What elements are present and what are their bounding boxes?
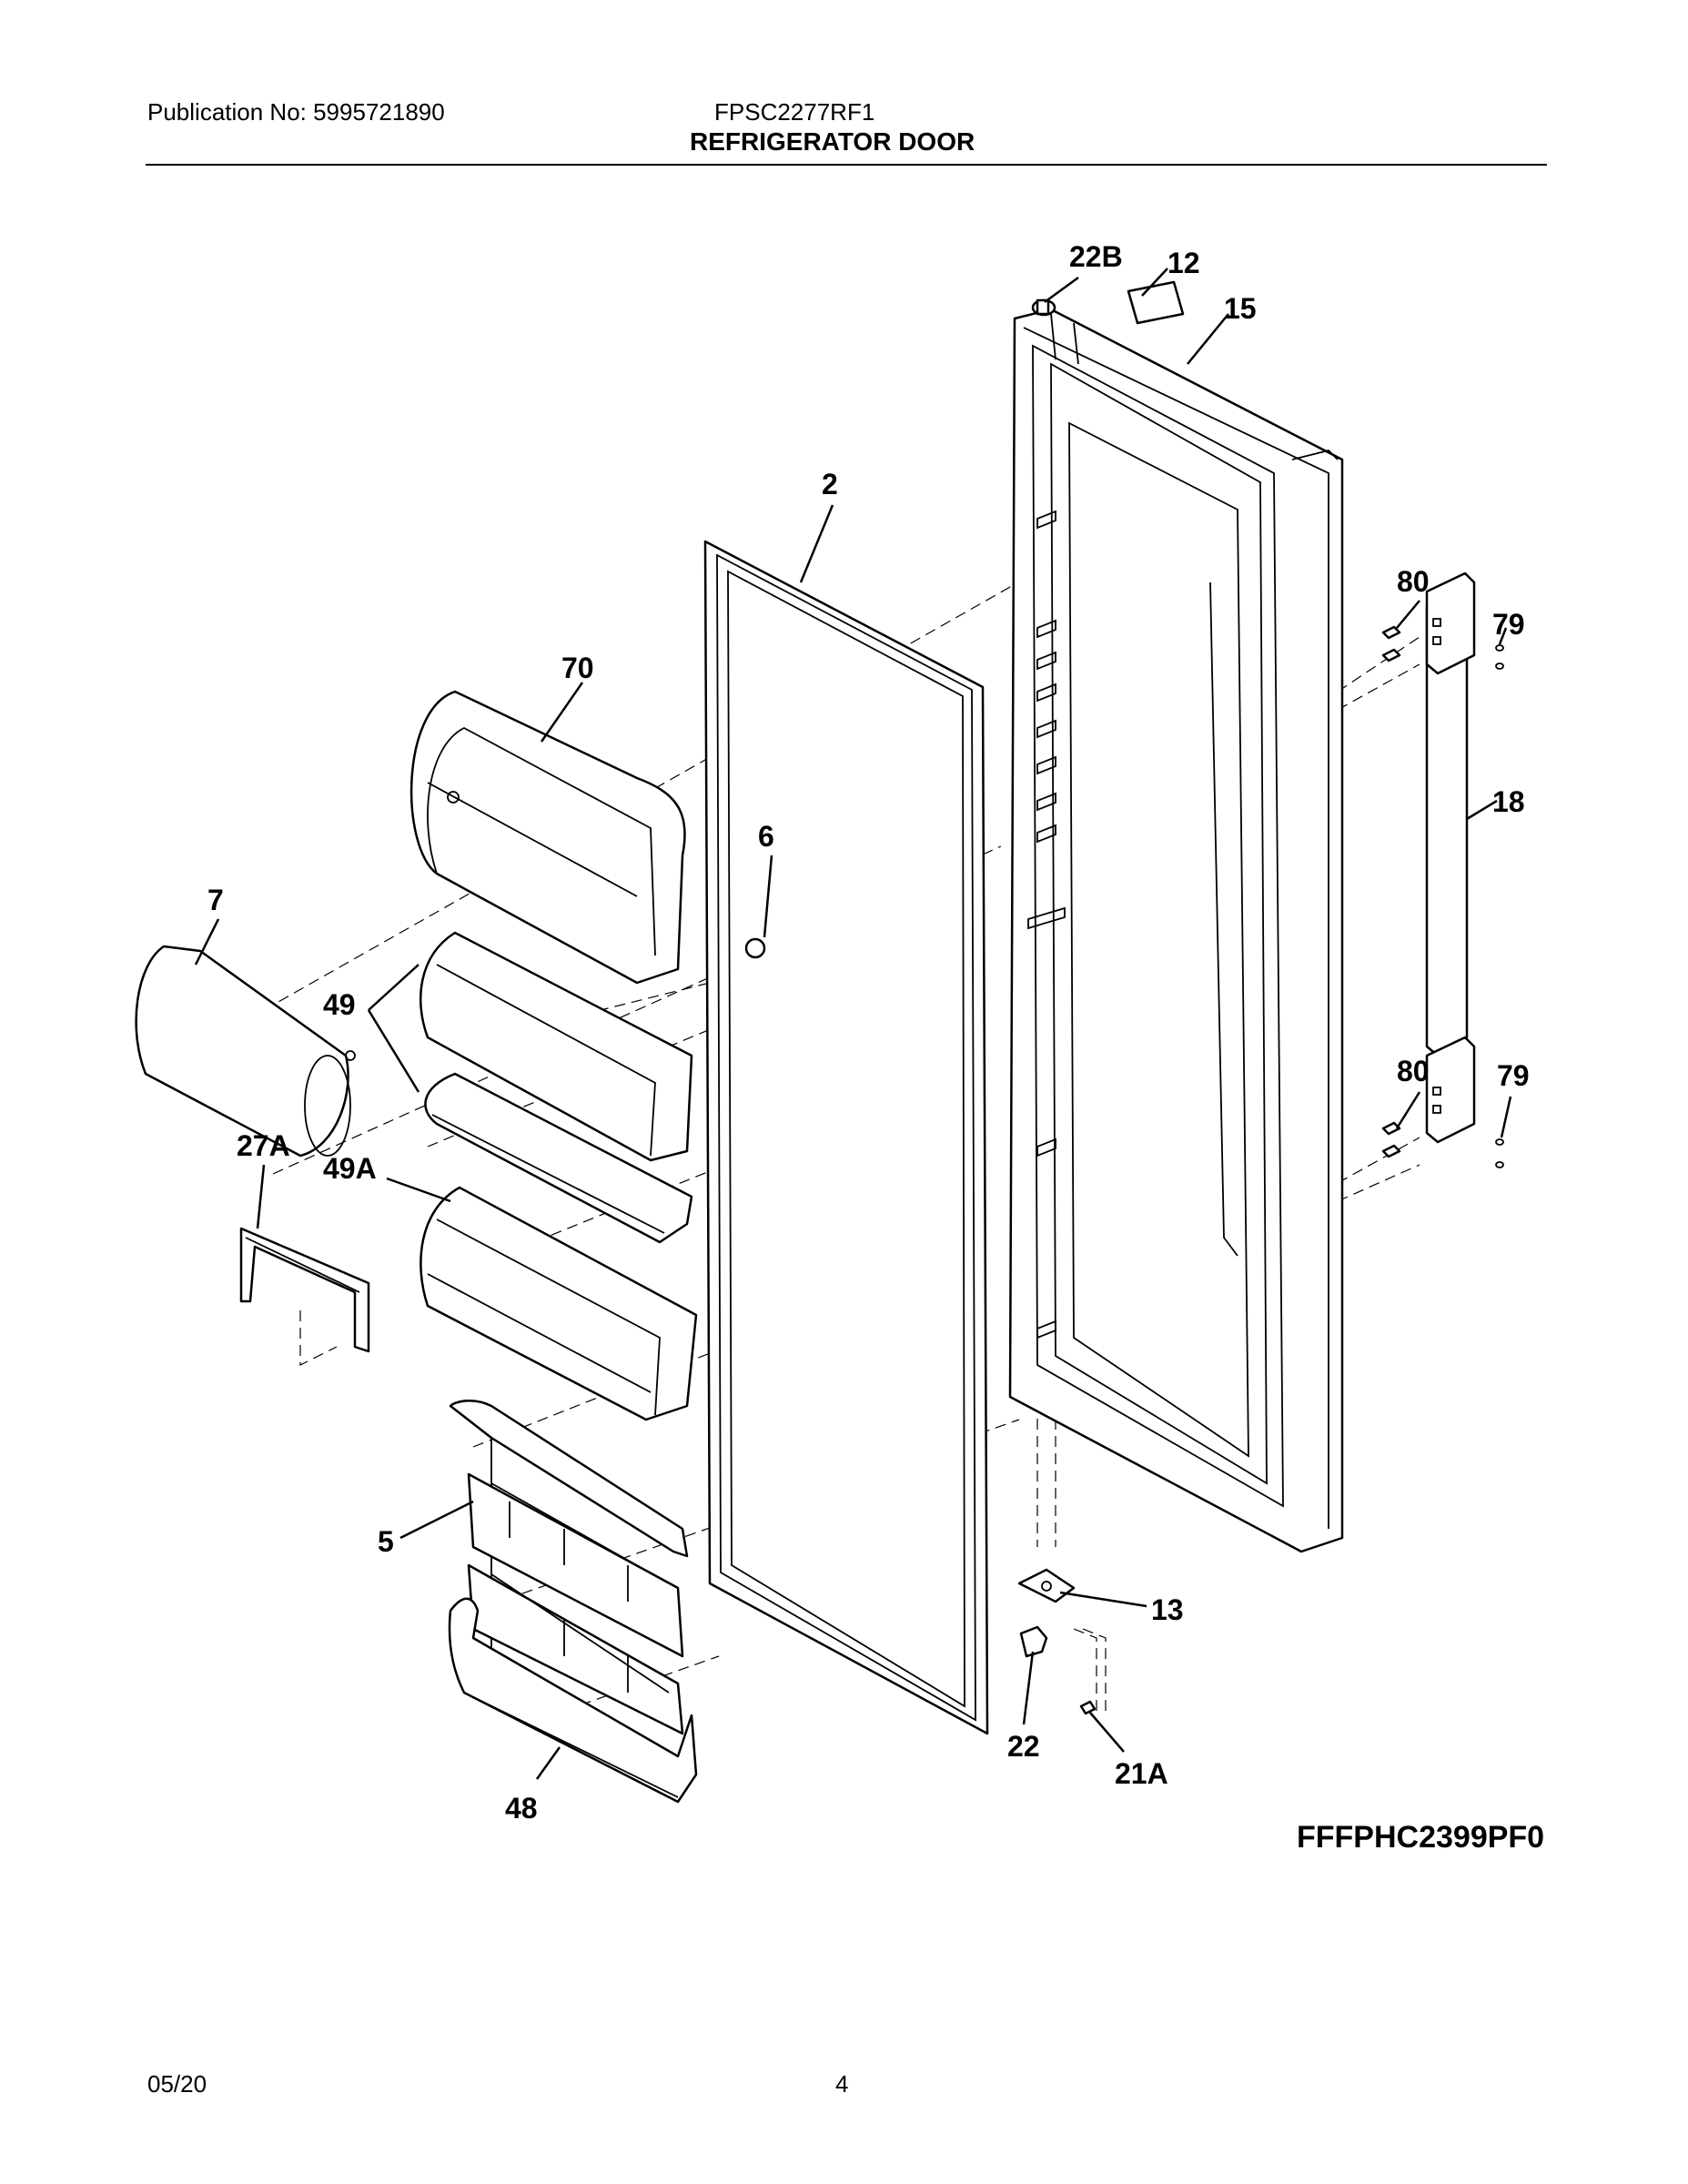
part-outer-door — [1008, 280, 1344, 1553]
callout-80-bottom: 80 — [1397, 1055, 1430, 1087]
part-door-gasket — [703, 540, 989, 1735]
callout-6: 6 — [758, 820, 774, 853]
callout-79-bottom: 79 — [1497, 1059, 1530, 1092]
leader-lines — [194, 268, 1512, 1780]
part-bin-70 — [409, 690, 686, 985]
diagram-code: FFFPHC2399PF0 — [1297, 1820, 1544, 1855]
part-shelf-5 — [449, 1400, 689, 1735]
header-rule — [146, 164, 1547, 166]
callout-79-top: 79 — [1492, 608, 1525, 641]
callout-12: 12 — [1167, 247, 1200, 279]
footer-date: 05/20 — [147, 2070, 207, 2098]
callout-7: 7 — [207, 884, 224, 916]
callout-70: 70 — [561, 652, 594, 684]
callout-2: 2 — [822, 468, 838, 500]
callout-21A: 21A — [1115, 1757, 1168, 1790]
callout-13: 13 — [1151, 1593, 1184, 1626]
callout-22B: 22B — [1069, 240, 1123, 273]
part-bins-49 — [419, 931, 693, 1244]
callout-18: 18 — [1492, 785, 1525, 818]
page-title: REFRIGERATOR DOOR — [690, 127, 975, 156]
part-handle-27A — [239, 1227, 370, 1353]
callout-80-top: 80 — [1397, 565, 1430, 598]
publication-number: Publication No: 5995721890 — [147, 98, 445, 126]
part-dairy-door-7 — [135, 945, 356, 1158]
screws-80-79 — [1381, 625, 1504, 1168]
callout-49A: 49A — [323, 1152, 377, 1185]
callout-5: 5 — [378, 1525, 394, 1558]
callout-27A: 27A — [237, 1129, 290, 1162]
callout-22: 22 — [1007, 1730, 1040, 1763]
callout-15: 15 — [1224, 292, 1257, 325]
part-bin-49A — [419, 1186, 698, 1421]
callout-49: 49 — [323, 988, 356, 1021]
model-number: FPSC2277RF1 — [714, 98, 875, 126]
page-number: 4 — [835, 2070, 849, 2098]
part-handle-18 — [1425, 571, 1476, 1144]
part-bin-48 — [448, 1597, 698, 1804]
callout-48: 48 — [505, 1792, 538, 1825]
